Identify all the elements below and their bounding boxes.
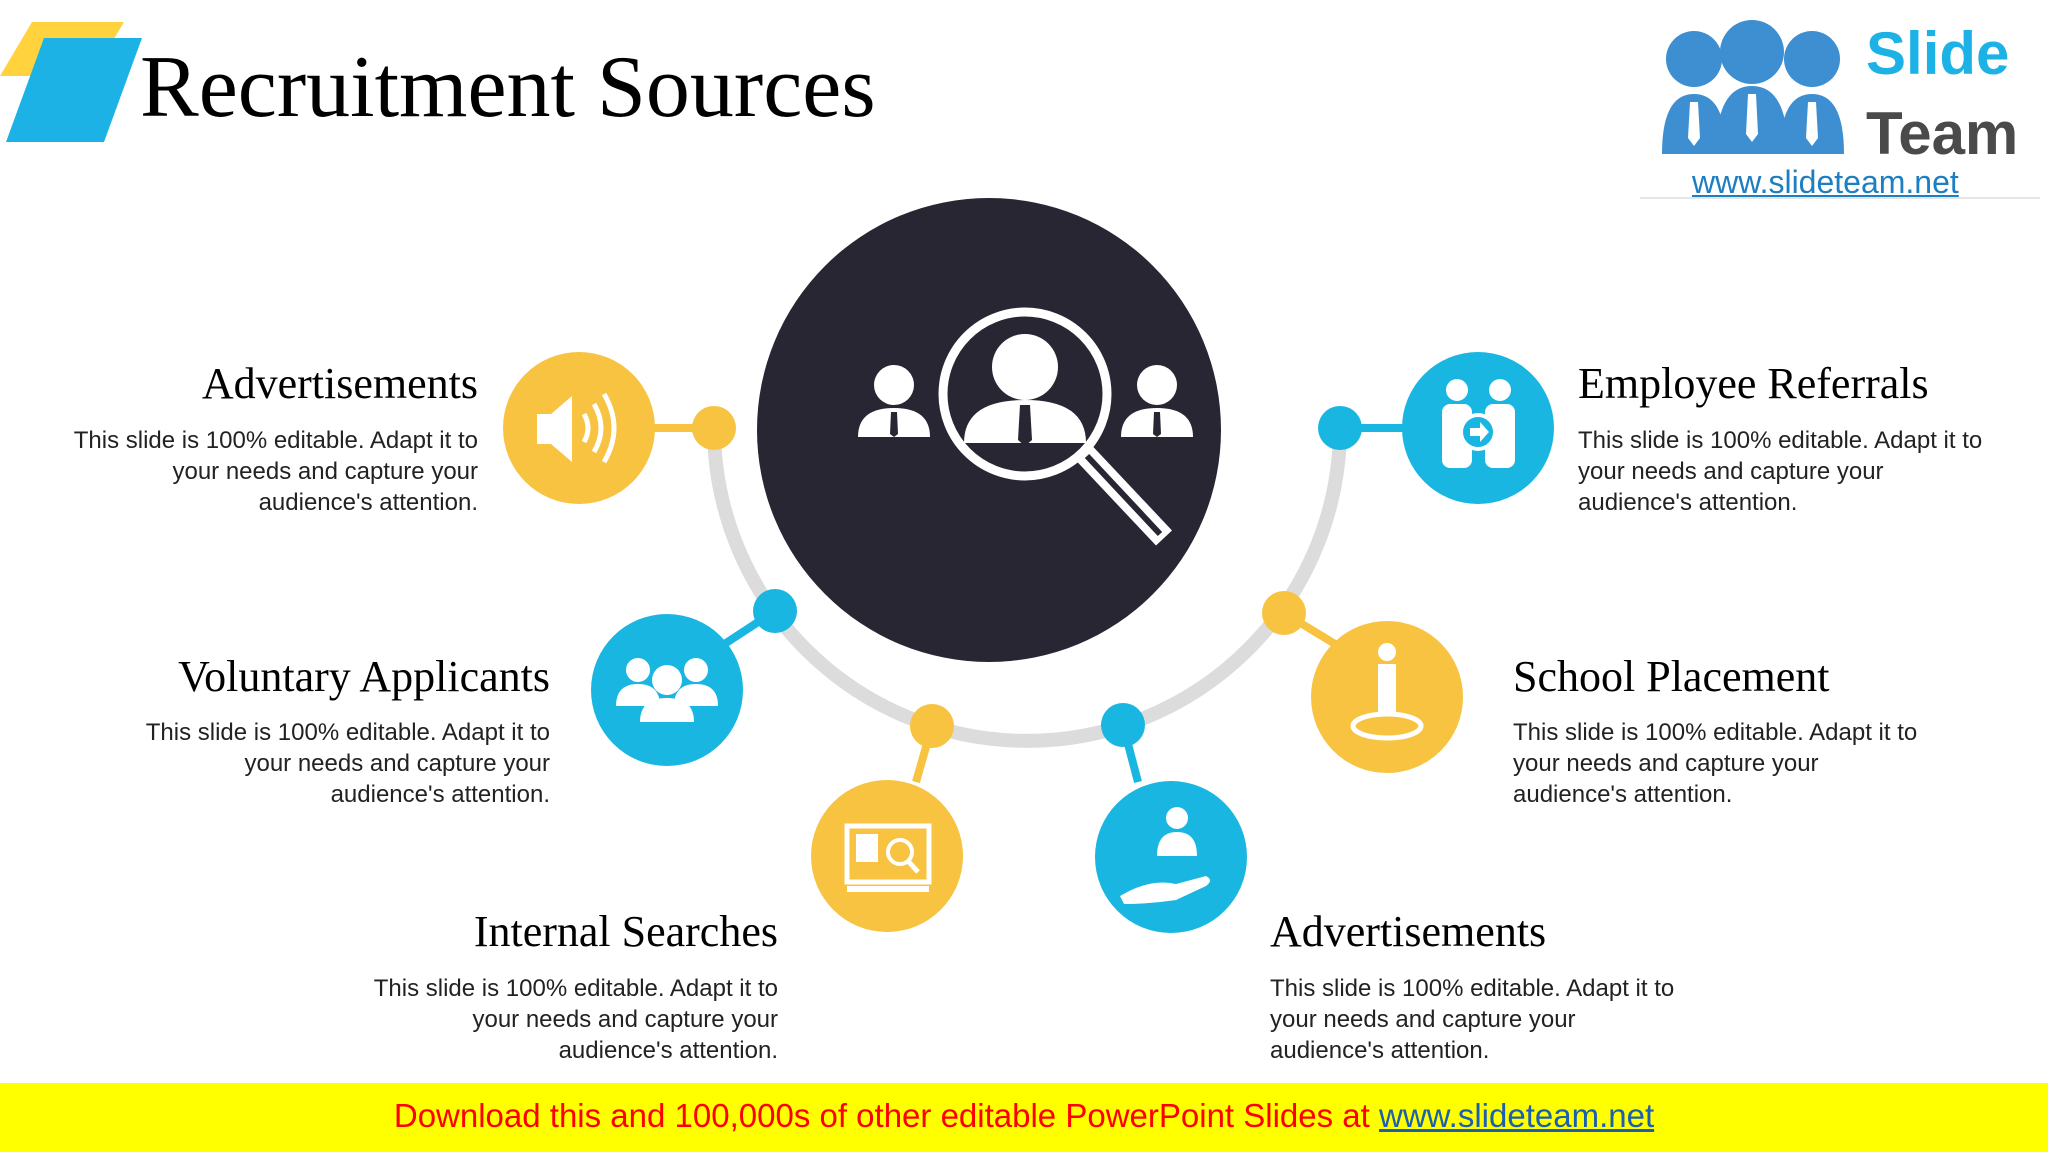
node-employee-referrals [1402,352,1554,504]
item-school-placement-heading: School Placement [1513,652,1830,701]
node-advertisements-2 [1095,781,1247,933]
item-employee-referrals-text: This slide is 100% editable. Adapt it to… [1578,427,1983,516]
item-internal-searches-text: This slide is 100% editable. Adapt it to… [373,975,778,1064]
speaker-icon [537,396,572,462]
referral-people-icon [1442,379,1515,468]
connector-arc [707,427,1347,748]
banner-message: Download this and 100,000s of other edit… [393,1097,1379,1134]
item-advertisements-text: This slide is 100% editable. Adapt it to… [73,427,478,516]
download-banner-text: Download this and 100,000s of other edit… [0,1097,2048,1135]
node-voluntary-applicants [591,614,743,766]
hand-person-icon [1120,807,1210,904]
node-school-placement [1311,621,1463,773]
logo-url[interactable]: www.slideteam.net [1692,164,1959,200]
monitor-search-icon [844,823,932,892]
logo-word-slide: Slide [1866,20,2010,87]
slideteam-logo: Slide Team [1638,0,2048,200]
logo-word-team: Team [1866,100,2019,167]
item-employee-referrals-heading: Employee Referrals [1578,359,1929,408]
logo-divider [1640,197,2040,199]
item-voluntary-applicants-text: This slide is 100% editable. Adapt it to… [145,719,550,808]
node-internal-searches [811,780,963,932]
item-voluntary-applicants-heading: Voluntary Applicants [178,652,550,701]
group-people-icon [616,658,718,722]
item-internal-searches-heading: Internal Searches [473,907,778,956]
download-banner [0,1083,2048,1152]
magnifier-people-icon [858,334,1193,443]
item-advertisements-2-text: This slide is 100% editable. Adapt it to… [1270,975,1675,1064]
item-school-placement-text: This slide is 100% editable. Adapt it to… [1513,719,1918,808]
banner-link[interactable]: www.slideteam.net [1379,1097,1655,1134]
item-advertisements-heading: Advertisements [201,359,478,408]
title-accent [0,22,142,142]
item-advertisements-2-heading: Advertisements [1270,907,1547,956]
logo-people-icon [1662,20,1844,154]
center-node [757,198,1221,662]
person-pedestal-icon [1350,643,1424,741]
node-advertisements [503,352,655,504]
page-title: Recruitment Sources [140,39,876,136]
